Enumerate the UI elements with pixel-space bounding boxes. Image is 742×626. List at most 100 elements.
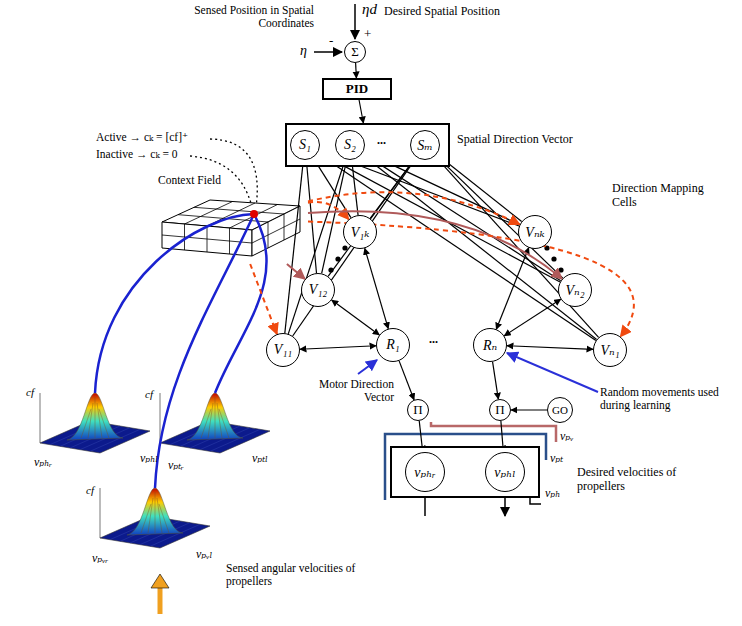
context-link <box>95 214 254 393</box>
multiplier: Π <box>489 399 511 421</box>
random-movement-arrow <box>358 360 377 374</box>
node-label: PID <box>346 81 368 97</box>
text-label: cf <box>145 388 153 401</box>
text-label: Motor Direction Vector <box>316 378 394 404</box>
text-label: Desired Spatial Position <box>384 5 500 19</box>
context-connector <box>308 192 520 224</box>
desired-position-arrow <box>354 4 356 39</box>
connector <box>355 63 357 78</box>
direction-mapping-cell: V₁₂ <box>301 273 335 307</box>
text-label: Inactive → cₖ = 0 <box>96 148 178 161</box>
text-label: vₚᵥᵣ <box>92 552 108 566</box>
connector <box>365 248 388 328</box>
spatial-cell: S₁ <box>290 130 320 160</box>
node-label: Rₙ <box>483 337 497 354</box>
multiplier: Π <box>407 399 429 421</box>
connector <box>352 160 358 215</box>
connector <box>511 409 547 410</box>
node-label: V₁₁ <box>274 342 292 358</box>
text-label: - <box>329 34 333 49</box>
node-label: Vₙ₂ <box>565 282 584 299</box>
connector <box>328 157 416 276</box>
summing-junction: Σ <box>344 41 366 63</box>
text-label: vₚᵥ <box>560 430 573 444</box>
text-label: Active → cₖ = [cf]⁺ <box>96 131 188 144</box>
node-label: S₂ <box>344 137 356 153</box>
node-heading: Desired velocities of propellers <box>577 466 677 494</box>
direction-mapping-cell: Vₙₖ <box>518 215 552 249</box>
connector <box>306 160 316 273</box>
node-label: R₁ <box>386 337 399 353</box>
text-label: Sensed angular velocities of propellers <box>226 562 356 588</box>
text-label: Random movements used during learning <box>600 386 735 412</box>
connector <box>496 248 528 329</box>
connector <box>288 159 345 334</box>
desired-velocities-box: Desired velocities of propellersvₚₕᵣvₚₕₗ <box>390 446 540 498</box>
text-label: vₚₜₗ <box>252 452 268 466</box>
context-link <box>155 214 254 488</box>
text-label: cf <box>86 484 94 497</box>
heading-velocity-line <box>530 498 541 504</box>
output-arrows <box>425 498 505 516</box>
text-label: ηd <box>362 1 377 18</box>
node-label: V₁₂ <box>309 282 327 298</box>
node-label: Vₙₖ <box>525 224 544 241</box>
text-label: vₚₜᵣ <box>168 459 184 473</box>
sensed-input-arrowhead <box>151 574 169 588</box>
motor-direction-cell: Rₙ <box>473 328 507 362</box>
node-label: Π <box>413 402 422 418</box>
plot-mesh <box>81 397 109 438</box>
node-label: Sₘ <box>417 137 433 154</box>
motor-direction-cell: R₁ <box>376 328 410 362</box>
node-label: Vₙ₁ <box>600 342 619 359</box>
connector <box>293 157 417 336</box>
connector <box>493 362 499 399</box>
propeller-velocity: vₚₕₗ <box>485 452 525 492</box>
direction-mapping-cell: Vₙ₁ <box>593 333 627 367</box>
go-signal: GO <box>547 397 573 423</box>
text-label: ... <box>429 333 438 347</box>
text-label: η <box>300 43 307 59</box>
node-label: S₁ <box>299 137 311 153</box>
connector <box>300 346 376 349</box>
connector <box>318 152 560 282</box>
direction-mapping-cell: V₁ₖ <box>343 215 377 249</box>
plot-mesh <box>201 397 229 438</box>
sensed-position-arrow <box>314 51 342 53</box>
context-connector <box>287 264 305 279</box>
propeller-velocity: vₚₕᵣ <box>405 452 445 492</box>
context-connector <box>250 264 277 334</box>
connector <box>507 346 593 350</box>
context-field: Context Field <box>158 174 308 264</box>
text-label: cf <box>26 386 34 399</box>
plot-axis <box>40 393 41 443</box>
active-leader <box>210 139 257 207</box>
connector <box>435 156 599 337</box>
text-label: vₚₜ <box>550 452 563 466</box>
direction-mapping-cell: V₁₁ <box>266 333 300 367</box>
connector <box>436 155 563 278</box>
random-movement-arrow <box>507 353 598 392</box>
node-label: Π <box>495 402 504 418</box>
plot-mesh <box>141 492 169 533</box>
node-label: Σ <box>351 44 359 60</box>
context-connector <box>308 222 634 337</box>
gaussian-peak <box>127 488 183 535</box>
context-grid-lines <box>162 202 300 255</box>
text-label: + <box>364 27 371 42</box>
sensed-input-arrow <box>158 586 163 614</box>
pitch-velocity-line <box>431 422 556 442</box>
text-label: ... <box>377 134 386 148</box>
node-label: GO <box>552 404 568 416</box>
thrust-velocity-line <box>385 434 546 500</box>
node-heading: Spatial Direction Vector <box>457 133 573 147</box>
context-connector <box>308 211 562 279</box>
text-label: Direction Mapping Cells <box>612 182 712 210</box>
connector <box>332 300 380 335</box>
pid-box: PID <box>322 78 392 100</box>
spatial-direction-vector: Spatial Direction VectorS₁S₂Sₘ <box>285 123 450 167</box>
connector <box>359 100 363 123</box>
plot-axis <box>100 488 101 538</box>
gaussian-peak <box>187 393 243 440</box>
connector <box>317 153 595 340</box>
